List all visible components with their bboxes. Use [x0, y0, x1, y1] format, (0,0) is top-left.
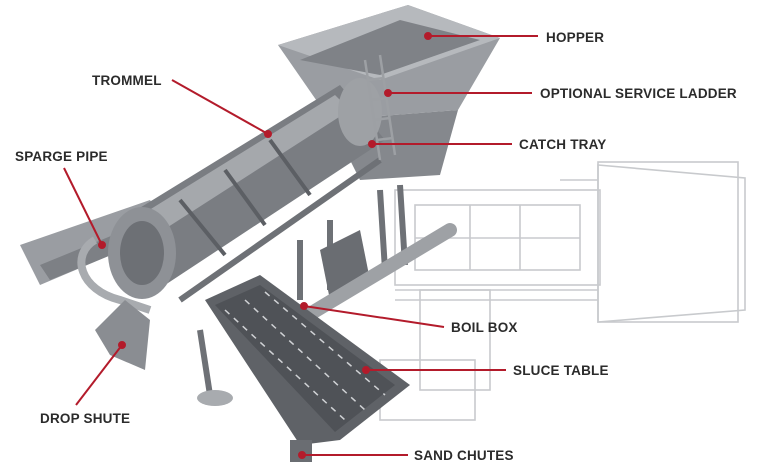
drop-shute-shape [95, 300, 150, 370]
label-drop-shute: DROP SHUTE [40, 411, 131, 426]
label-boil-box: BOIL BOX [451, 320, 518, 335]
sparge-pipe-shape [77, 236, 152, 314]
ghost-side-view [379, 161, 746, 421]
label-catch-tray: CATCH TRAY [519, 137, 607, 152]
label-sparge-pipe: SPARGE PIPE [15, 149, 108, 164]
label-optional-service-ladder: OPTIONAL SERVICE LADDER [540, 86, 737, 101]
sluice-table-shape [205, 275, 410, 445]
label-sand-chutes: SAND CHUTES [414, 448, 514, 463]
label-hopper: HOPPER [546, 30, 605, 45]
sand-chute-foot [290, 440, 312, 462]
base-roller [197, 390, 233, 406]
trommel-drum [108, 78, 385, 299]
discharge-pipe [293, 223, 457, 327]
label-trommel: TROMMEL [92, 73, 162, 88]
leader-lines [63, 32, 538, 459]
label-sluce-table: SLUCE TABLE [513, 363, 609, 378]
